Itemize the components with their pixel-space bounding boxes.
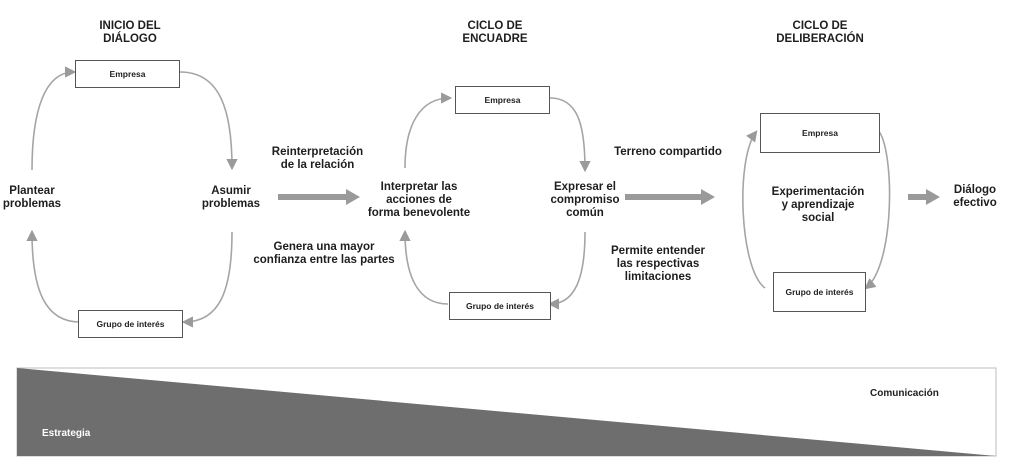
- transition1-above-label: Reinterpretación de la relación: [271, 146, 364, 171]
- cycle1-stakeholder-box: Grupo de interés: [78, 310, 183, 338]
- outcome-label: Diálogo efectivo: [953, 184, 997, 209]
- cycle1-left-label: Plantear problemas: [2, 185, 62, 210]
- cycle1-arc-bottom-right: [181, 231, 233, 328]
- cycle1-arc-top-left: [31, 66, 77, 171]
- cycle3-arc-left: [742, 130, 766, 289]
- transition1-arrow-head: [346, 189, 360, 205]
- communication-label: Comunicación: [870, 388, 939, 399]
- heading-framing: CICLO DE ENCUADRE: [462, 20, 528, 45]
- cycle1-arc-top-right: [179, 71, 238, 171]
- heading-deliberation: CICLO DE DELIBERACIÓN: [776, 20, 864, 45]
- strategy-wedge: [17, 368, 996, 456]
- cycle3-stakeholder-box: Grupo de interés: [773, 272, 866, 312]
- cycle1-right-label: Asumir problemas: [201, 185, 261, 210]
- cycle2-stakeholder-box: Grupo de interés: [449, 292, 551, 320]
- cycle2-arc-top-left: [404, 92, 453, 169]
- cycle2-company-box: Empresa: [455, 86, 550, 114]
- strategy-label: Estrategia: [42, 428, 91, 439]
- cycle2-arc-bottom-right: [547, 231, 586, 310]
- cycle2-left-label: Interpretar las acciones de forma benevo…: [367, 181, 471, 219]
- transition2-arrow-head: [701, 189, 715, 205]
- outcome-arrow-head: [926, 189, 940, 205]
- cycle2-right-label: Expresar el compromiso común: [550, 181, 620, 219]
- cycle2-arc-top-right: [549, 97, 591, 173]
- heading-start: INICIO DEL DIÁLOGO: [99, 20, 161, 45]
- transition1-below-label: Genera una mayor confianza entre las par…: [253, 241, 395, 266]
- transition2-above-label: Terreno compartido: [614, 146, 722, 158]
- transition2-below-label: Permite entender las respectivas limitac…: [611, 245, 705, 283]
- cycle1-arc-bottom-left: [26, 229, 81, 323]
- cycle3-company-box: Empresa: [760, 113, 880, 153]
- cycle1-company-box: Empresa: [75, 60, 180, 88]
- cycle3-center-label: Experimentación y aprendizaje social: [771, 186, 865, 224]
- cycle2-arc-bottom-left: [399, 229, 449, 305]
- cycle3-arc-right: [864, 129, 891, 290]
